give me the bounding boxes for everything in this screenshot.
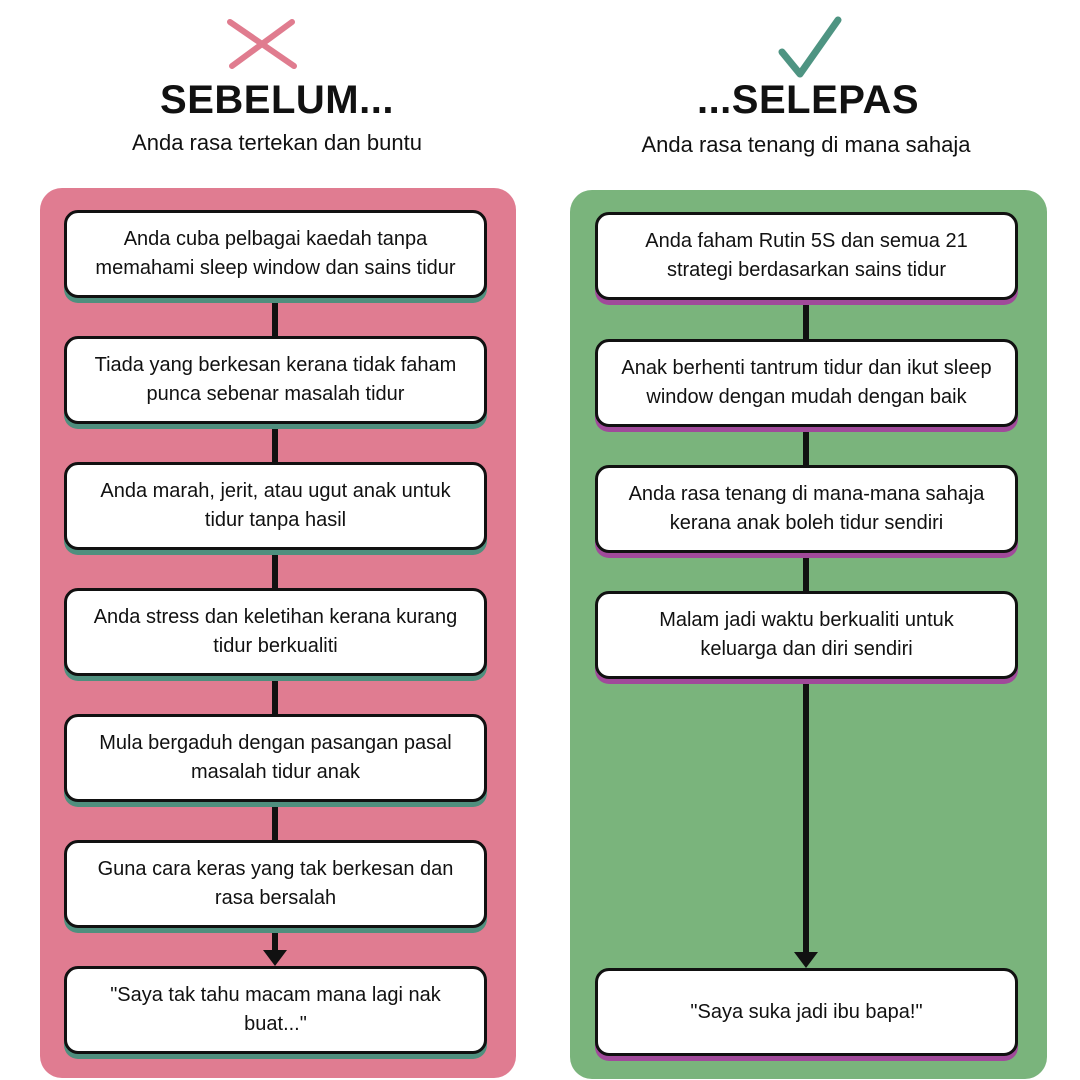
after-step-box: Anda rasa tenang di mana-mana sahaja ker… (595, 465, 1018, 553)
after-title: ...SELEPAS (696, 78, 920, 122)
before-step-box: "Saya tak tahu macam mana lagi nak buat.… (64, 966, 487, 1054)
before-step-box: Guna cara keras yang tak berkesan dan ra… (64, 840, 487, 928)
connector-line (803, 300, 809, 339)
connector-line (272, 928, 278, 952)
before-step-box: Anda stress dan keletihan kerana kurang … (64, 588, 487, 676)
connector-line (272, 802, 278, 840)
after-step-box: "Saya suka jadi ibu bapa!" (595, 968, 1018, 1056)
before-subtitle: Anda rasa tertekan dan buntu (132, 130, 422, 155)
connector-line (272, 550, 278, 588)
connector-line (272, 298, 278, 336)
before-step-box: Mula bergaduh dengan pasangan pasal masa… (64, 714, 487, 802)
connector-line (272, 424, 278, 462)
before-step-box: Anda cuba pelbagai kaedah tanpa memahami… (64, 210, 487, 298)
before-title: SEBELUM... (160, 78, 394, 122)
after-step-box: Anak berhenti tantrum tidur dan ikut sle… (595, 339, 1018, 427)
arrow-head-icon (263, 950, 287, 966)
arrow-head-icon (794, 952, 818, 968)
connector-line (272, 676, 278, 714)
after-step-box: Anda faham Rutin 5S dan semua 21 strateg… (595, 212, 1018, 300)
connector-line (803, 553, 809, 591)
after-step-box: Malam jadi waktu berkualiti untuk keluar… (595, 591, 1018, 679)
before-step-box: Tiada yang berkesan kerana tidak faham p… (64, 336, 487, 424)
before-step-box: Anda marah, jerit, atau ugut anak untuk … (64, 462, 487, 550)
connector-line (803, 427, 809, 465)
connector-line (803, 679, 809, 954)
after-subtitle: Anda rasa tenang di mana sahaja (641, 132, 971, 157)
check-icon (778, 16, 842, 78)
x-icon (227, 19, 297, 69)
